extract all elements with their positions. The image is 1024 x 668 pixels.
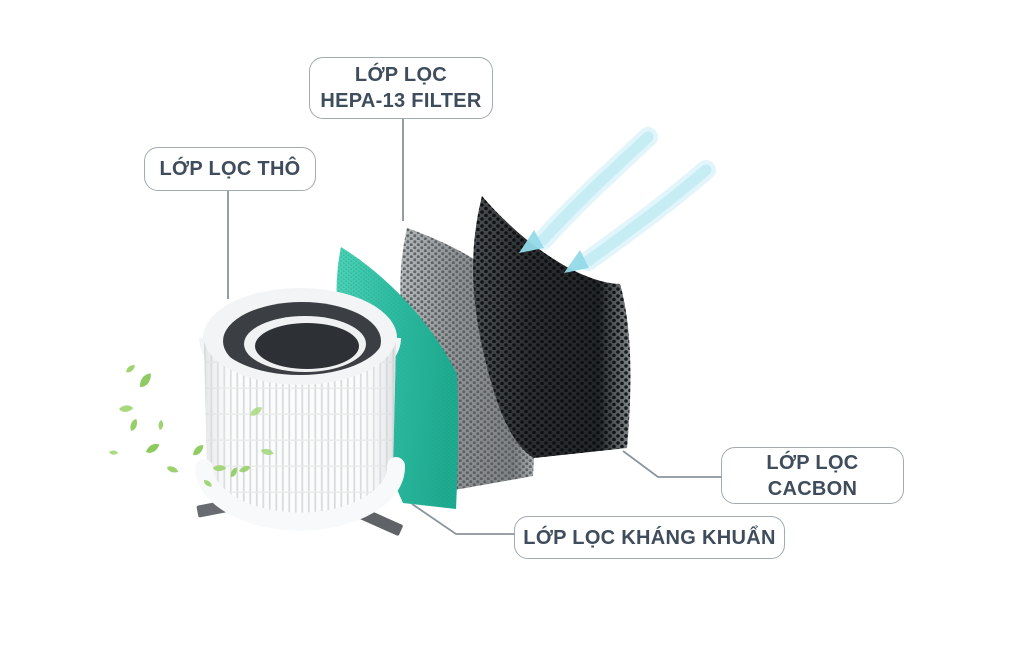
label-text: LỚP LỌC THÔ [159,158,301,180]
label-text: LỚP LỌC [766,451,859,474]
label-text: CACBON [767,477,858,500]
airflow-arrows-icon [519,127,716,273]
label-hepa-filter: LỚP LỌC HEPA-13 FILTER [309,57,493,119]
label-text: HEPA-13 FILTER [320,90,482,112]
label-text: LỚP LỌC [354,64,448,86]
coarse-filter-cylinder [195,288,406,536]
label-text: LỚP LỌC KHÁNG KHUẨN [523,526,776,549]
label-antibacterial-filter: LỚP LỌC KHÁNG KHUẨN [514,516,785,559]
label-carbon-filter: LỚP LỌC CACBON [721,447,904,504]
label-coarse-filter: LỚP LỌC THÔ [144,147,316,191]
label-connector-lines [227,119,721,535]
carbon-filter-layer [473,196,631,458]
